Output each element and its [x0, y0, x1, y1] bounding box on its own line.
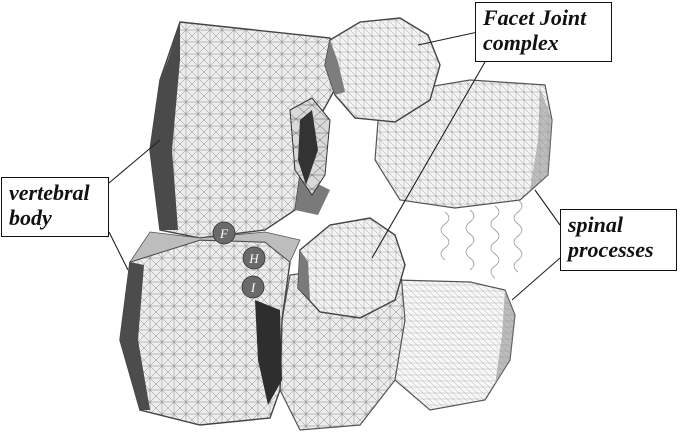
leader-spinal-upper — [535, 190, 560, 225]
marker-f: F — [213, 222, 235, 244]
vertebral-body-lower — [120, 240, 290, 425]
svg-text:I: I — [250, 280, 256, 295]
spinal-process-lower — [385, 280, 515, 410]
marker-i: I — [242, 276, 264, 298]
spinal-processes-label: spinal processes — [560, 209, 677, 271]
vertebral-body-label-line2: body — [9, 205, 101, 230]
leader-vertebral-lower — [109, 232, 128, 270]
vertebral-body-label-line1: vertebral — [9, 180, 101, 205]
spinal-processes-label-line2: processes — [568, 237, 669, 262]
vertebral-body-label: vertebral body — [1, 177, 109, 237]
leader-spinal-lower — [512, 258, 560, 300]
facet-joint-label-line1: Facet Joint — [483, 5, 604, 30]
interspinous-ligament — [441, 200, 522, 278]
spinal-processes-label-line1: spinal — [568, 212, 669, 237]
svg-text:F: F — [219, 226, 229, 241]
facet-joint-lower — [298, 218, 405, 318]
marker-h: H — [243, 247, 265, 269]
facet-joint-label-line2: complex — [483, 30, 604, 55]
svg-text:H: H — [248, 251, 259, 266]
facet-joint-complex-label: Facet Joint complex — [475, 2, 612, 62]
